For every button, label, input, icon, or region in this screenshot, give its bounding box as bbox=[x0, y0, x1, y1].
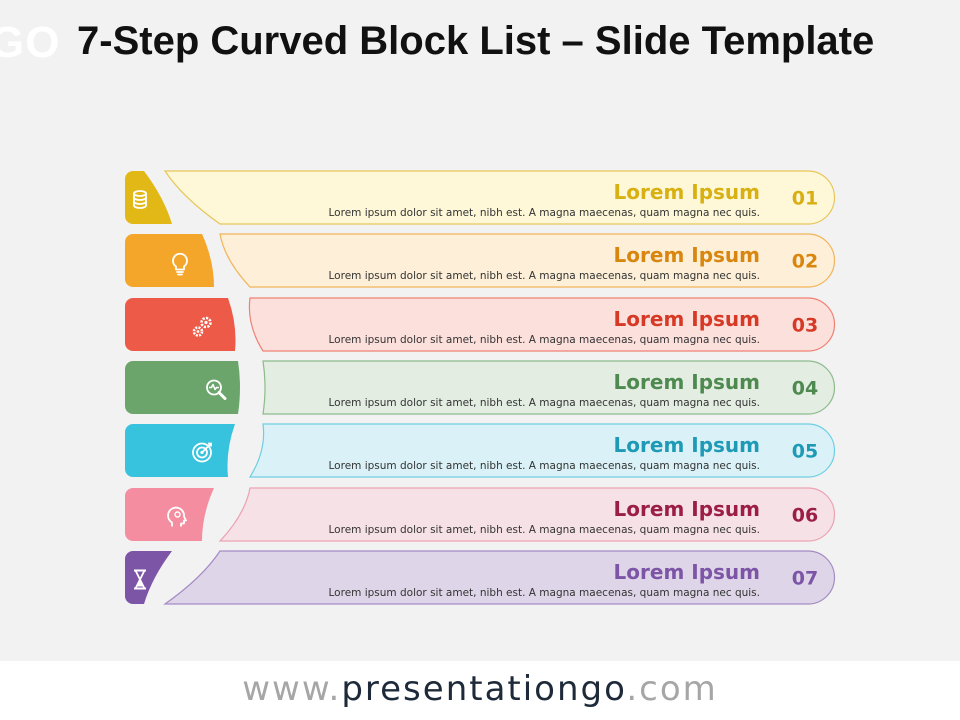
step-number: 07 bbox=[792, 568, 818, 590]
footer-url[interactable]: www.presentationgo.com bbox=[0, 669, 960, 709]
page-title: 7-Step Curved Block List – Slide Templat… bbox=[77, 19, 875, 63]
step-heading: Lorem Ipsum bbox=[614, 307, 760, 331]
step-number: 03 bbox=[792, 315, 818, 337]
step-heading: Lorem Ipsum bbox=[614, 560, 760, 584]
step-heading: Lorem Ipsum bbox=[614, 433, 760, 457]
step-tab-01 bbox=[125, 171, 172, 224]
footer-url-suffix: .com bbox=[626, 669, 718, 709]
step-description: Lorem ipsum dolor sit amet, nibh est. A … bbox=[329, 397, 760, 409]
step-description: Lorem ipsum dolor sit amet, nibh est. A … bbox=[329, 207, 760, 219]
step-heading: Lorem Ipsum bbox=[614, 370, 760, 394]
step-banner-02 bbox=[219, 233, 836, 288]
step-banner-01 bbox=[163, 170, 836, 225]
step-banner-07 bbox=[163, 550, 836, 605]
step-tab-03 bbox=[125, 298, 236, 351]
brand-logo: GO bbox=[0, 18, 61, 67]
step-heading: Lorem Ipsum bbox=[614, 180, 760, 204]
footer-url-prefix: www. bbox=[242, 669, 342, 709]
step-description: Lorem ipsum dolor sit amet, nibh est. A … bbox=[329, 524, 760, 536]
step-number: 05 bbox=[792, 441, 818, 463]
step-tab-02 bbox=[125, 234, 214, 287]
step-banner-06 bbox=[218, 487, 836, 542]
step-number: 04 bbox=[792, 378, 818, 400]
step-tab-05 bbox=[125, 424, 235, 477]
step-number: 06 bbox=[792, 505, 818, 527]
step-tab-07 bbox=[125, 551, 172, 604]
footer-url-brand: presentationgo bbox=[341, 669, 627, 709]
step-banner-03 bbox=[248, 297, 836, 352]
step-description: Lorem ipsum dolor sit amet, nibh est. A … bbox=[329, 460, 760, 472]
step-number: 02 bbox=[792, 251, 818, 273]
step-number: 01 bbox=[792, 188, 818, 210]
step-description: Lorem ipsum dolor sit amet, nibh est. A … bbox=[329, 270, 760, 282]
step-description: Lorem ipsum dolor sit amet, nibh est. A … bbox=[329, 334, 760, 346]
footer: www.presentationgo.com bbox=[0, 661, 960, 720]
step-banner-04 bbox=[262, 360, 836, 415]
step-description: Lorem ipsum dolor sit amet, nibh est. A … bbox=[329, 587, 760, 599]
step-banner-05 bbox=[248, 423, 836, 478]
step-heading: Lorem Ipsum bbox=[614, 243, 760, 267]
step-heading: Lorem Ipsum bbox=[614, 497, 760, 521]
step-tab-04 bbox=[125, 361, 240, 414]
step-tab-06 bbox=[125, 488, 214, 541]
